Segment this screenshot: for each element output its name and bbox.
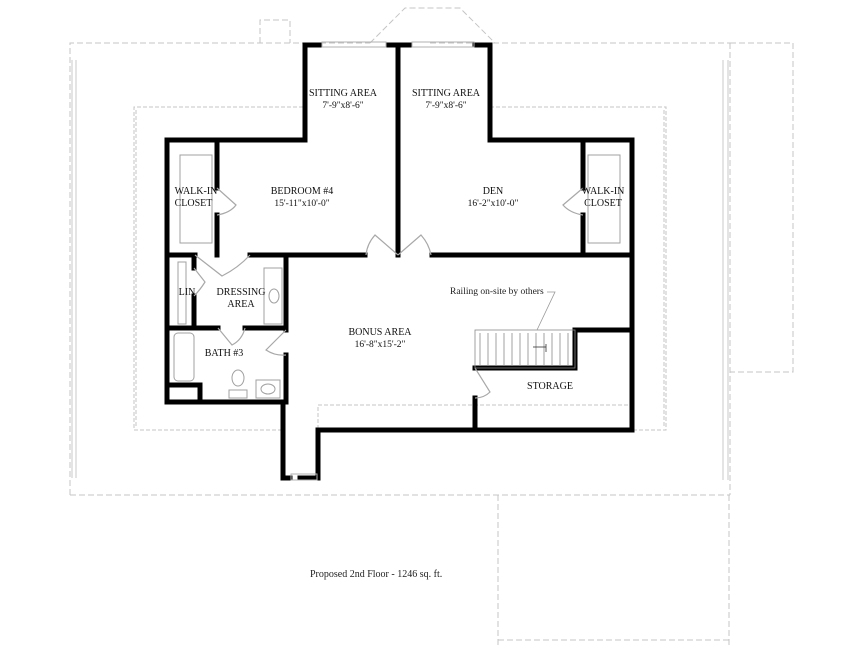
- stair: [474, 291, 576, 369]
- fixtures: [173, 154, 621, 399]
- roof-outline: [69, 7, 794, 648]
- eave-lines: [71, 60, 729, 480]
- room-label-den: DEN 16'-2"x10'-0": [467, 186, 519, 209]
- railing-note: Railing on-site by others: [450, 287, 544, 297]
- plan-caption: Proposed 2nd Floor - 1246 sq. ft.: [310, 569, 443, 580]
- room-label-bath-3: BATH #3: [204, 348, 244, 359]
- door-swings: [193, 187, 584, 399]
- room-label-sitting-area-left: SITTING AREA 7'-9"x8'-6": [308, 88, 378, 111]
- walls: [164, 42, 635, 481]
- room-label-walk-in-closet-left: WALK-IN CLOSET: [174, 186, 218, 209]
- windows: [290, 41, 475, 481]
- room-label-linen: LIN: [178, 287, 196, 298]
- lower-roof-outline: [133, 106, 667, 431]
- room-label-dressing-area: DRESSING AREA: [216, 287, 266, 310]
- room-label-bonus-area: BONUS AREA 16'-8"x15'-2": [348, 327, 412, 350]
- room-label-storage: STORAGE: [527, 381, 573, 392]
- room-label-bedroom-4: BEDROOM #4 15'-11"x10'-0": [270, 186, 334, 209]
- room-label-walk-in-closet-right: WALK-IN CLOSET: [581, 186, 625, 209]
- room-label-sitting-area-right: SITTING AREA 7'-9"x8'-6": [411, 88, 481, 111]
